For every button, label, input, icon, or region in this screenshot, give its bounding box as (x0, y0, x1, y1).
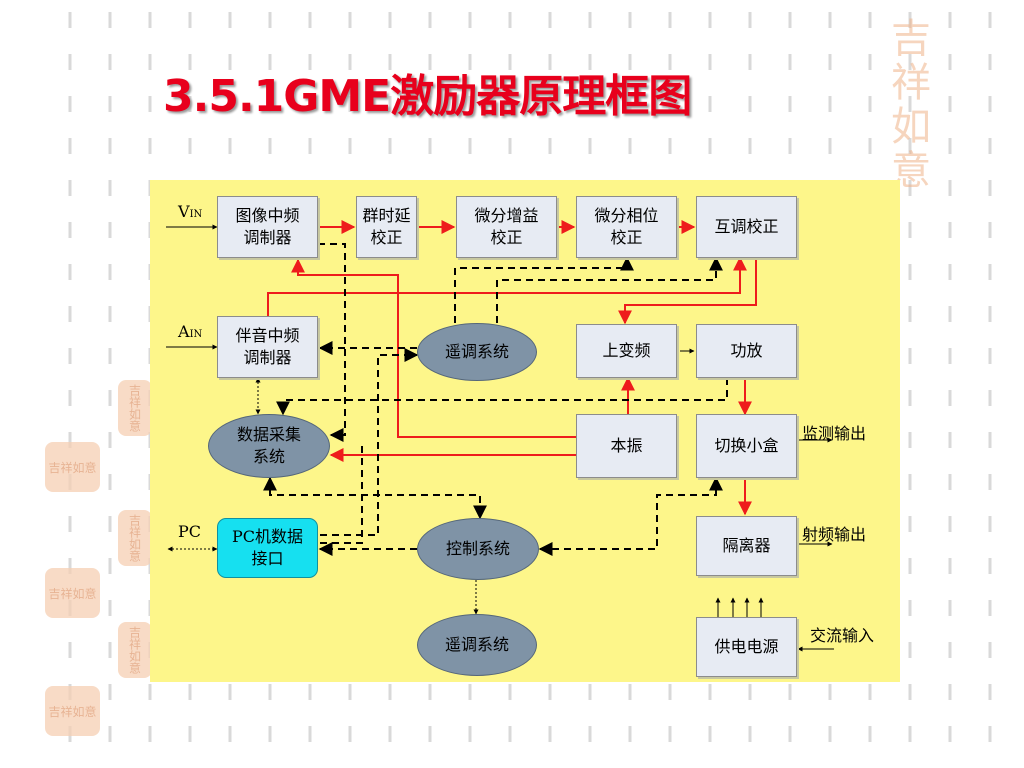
decorative-stamp-text: 吉祥如意 (127, 626, 142, 674)
control-system-label: 控制系统 (445, 539, 510, 558)
decorative-stamp-large: 吉祥如意 (812, 10, 1002, 200)
pc-label: PC (178, 522, 202, 541)
switch-box-label: 切换小盒 (714, 436, 779, 455)
pc-data-interface-block: PC机数据 接口 (217, 518, 318, 578)
remote-adjust-system-2-label: 遥调系统 (444, 635, 509, 654)
isolator-label: 隔离器 (722, 536, 771, 555)
ac-input-label: 交流输入 (810, 626, 875, 645)
decorative-stamp-text: 吉祥如意 (48, 704, 97, 719)
decorative-stamp: 吉祥如意 (118, 380, 152, 436)
power-amplifier-label: 功放 (730, 341, 763, 360)
differential-gain-correction-block: 微分增益 校正 (456, 196, 557, 258)
video-if-modulator-label: 图像中频 调制器 (235, 206, 300, 247)
power-supply-label: 供电电源 (714, 637, 779, 656)
pc-data-interface-label: PC机数据 接口 (231, 527, 303, 568)
decorative-stamp-text: 吉祥如意 (127, 384, 142, 432)
video-if-modulator-block: 图像中频 调制器 (217, 196, 318, 258)
remote-adjust-system-label: 遥调系统 (444, 342, 509, 361)
decorative-stamp: 吉祥如意 (45, 442, 100, 492)
differential-phase-correction-block: 微分相位 校正 (576, 196, 677, 258)
remote-adjust-system-ellipse: 遥调系统 (417, 323, 537, 381)
decorative-stamp: 吉祥如意 (118, 510, 152, 566)
video-input-label: VIN (178, 202, 202, 221)
rf-output-label: 射频输出 (802, 525, 867, 544)
audio-input-label: AIN (178, 322, 202, 341)
control-dashed-lines (263, 243, 728, 556)
isolator-block: 隔离器 (696, 516, 797, 576)
audio-if-modulator-block: 伴音中频 调制器 (217, 316, 318, 378)
decorative-stamp-text: 吉祥如意 (127, 514, 142, 562)
remote-adjust-system-2-ellipse: 遥调系统 (417, 614, 537, 676)
decorative-stamp-large-text: 吉祥如意 (884, 17, 930, 193)
group-delay-correction-label: 群时延 校正 (362, 206, 411, 247)
power-amplifier-block: 功放 (696, 324, 797, 378)
decorative-stamp-text: 吉祥如意 (48, 460, 97, 475)
local-oscillator-block: 本振 (576, 414, 677, 478)
input-lines (166, 224, 834, 652)
video-input-sub: IN (189, 209, 203, 220)
audio-input-sub: IN (189, 329, 203, 340)
upconverter-block: 上变频 (576, 324, 677, 378)
switch-box-block: 切换小盒 (696, 414, 797, 478)
data-acquisition-system-ellipse: 数据采集 系统 (208, 414, 330, 478)
power-supply-block: 供电电源 (696, 617, 797, 677)
differential-phase-correction-label: 微分相位 校正 (594, 206, 659, 247)
audio-if-modulator-label: 伴音中频 调制器 (235, 326, 300, 367)
intermod-correction-label: 互调校正 (714, 217, 779, 236)
dotted-lines (167, 377, 479, 615)
control-system-ellipse: 控制系统 (417, 518, 539, 580)
data-acquisition-system-label: 数据采集 系统 (236, 425, 301, 466)
page-title: 3.5.1GME激励器原理框图 (163, 71, 692, 122)
video-input-main: V (178, 202, 190, 221)
decorative-stamp: 吉祥如意 (45, 686, 100, 736)
decorative-stamp: 吉祥如意 (118, 622, 152, 678)
decorative-stamp-text: 吉祥如意 (48, 586, 97, 601)
intermod-correction-block: 互调校正 (696, 196, 797, 258)
monitor-output-label: 监测输出 (802, 424, 867, 443)
audio-input-main: A (178, 322, 190, 341)
signal-chain-arrows (267, 220, 757, 516)
differential-gain-correction-label: 微分增益 校正 (474, 206, 539, 247)
group-delay-correction-block: 群时延 校正 (356, 196, 417, 258)
decorative-stamp: 吉祥如意 (45, 568, 100, 618)
upconverter-label: 上变频 (602, 341, 651, 360)
local-oscillator-label: 本振 (610, 436, 643, 455)
